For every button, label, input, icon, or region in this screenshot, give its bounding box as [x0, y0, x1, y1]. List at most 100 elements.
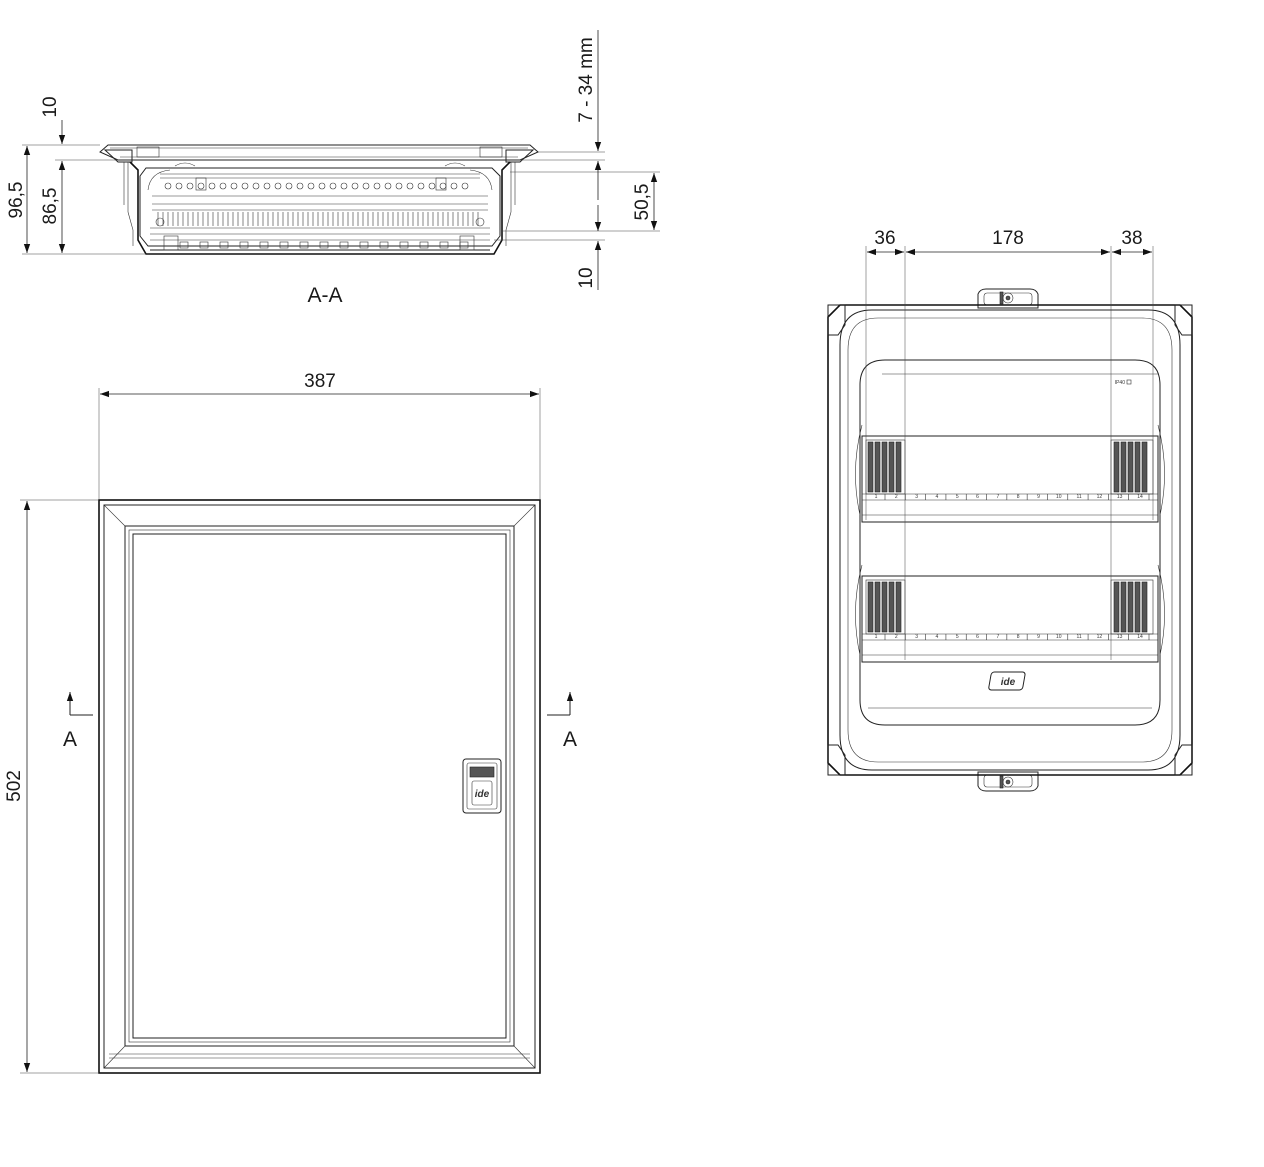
section-marker-right: A [547, 692, 577, 751]
bottom-slot [319, 241, 329, 249]
bottom-slot [219, 241, 229, 249]
terminal-screw [439, 182, 447, 190]
dim-bottom-offset: 10 [576, 267, 597, 288]
terminal-screw [329, 182, 337, 190]
dim-top-offset: 10 [40, 96, 61, 117]
comb-slot [881, 581, 888, 633]
terminal-screw [241, 182, 249, 190]
module-number: 13 [1117, 494, 1123, 500]
module-number: 14 [1137, 494, 1143, 500]
module-number: 12 [1097, 494, 1103, 500]
dim-width: 387 [304, 371, 336, 392]
comb-slot [1134, 581, 1141, 633]
bottom-slot [179, 241, 189, 249]
terminal-screw [373, 182, 381, 190]
terminal-screw [417, 182, 425, 190]
module-number: 1 [875, 494, 878, 500]
terminal-screw [175, 182, 183, 190]
module-number: 4 [936, 494, 939, 500]
terminal-screw [285, 182, 293, 190]
comb-slot [1120, 581, 1127, 633]
bottom-slot [339, 241, 349, 249]
module-number: 6 [976, 494, 979, 500]
dim-right-margin: 38 [1121, 228, 1142, 249]
module-number: 8 [1017, 494, 1020, 500]
bottom-slot [439, 241, 449, 249]
terminal-screw [252, 182, 260, 190]
bottom-slot [459, 241, 469, 249]
terminal-screw [362, 182, 370, 190]
terminal-screw [461, 182, 469, 190]
terminal-screw [230, 182, 238, 190]
ip-rating-label: IP40 [1115, 380, 1126, 386]
comb-slot [1127, 581, 1134, 633]
comb-slot [867, 581, 874, 633]
module-number: 6 [976, 634, 979, 640]
dim-left-margin: 36 [874, 228, 895, 249]
dim-total-depth: 96,5 [6, 182, 27, 219]
section-view: 96,5 86,5 10 7 - 34 mm 10 50,5 A-A [6, 30, 660, 307]
module-number: 2 [895, 634, 898, 640]
svg-text:A: A [563, 728, 577, 751]
terminal-screw [384, 182, 392, 190]
bottom-hinge [977, 771, 1039, 792]
bottom-slot [359, 241, 369, 249]
top-hinge [977, 288, 1039, 309]
door-lock[interactable]: ide [462, 758, 502, 814]
dim-inner-depth: 86,5 [40, 188, 61, 225]
terminal-screw [186, 182, 194, 190]
comb-slot [1113, 581, 1120, 633]
module-number: 7 [996, 494, 999, 500]
module-number: 14 [1137, 634, 1143, 640]
bottom-slot [419, 241, 429, 249]
terminal-screw [274, 182, 282, 190]
comb-slot [874, 441, 881, 493]
terminal-screw [406, 182, 414, 190]
terminal-screw [307, 182, 315, 190]
comb-slot [895, 581, 902, 633]
module-number: 5 [956, 494, 959, 500]
front-view: ide 387 502 A A [4, 371, 577, 1074]
comb-slot [1113, 441, 1120, 493]
terminal-screw [296, 182, 304, 190]
module-number: 10 [1056, 634, 1062, 640]
comb-slot [1141, 581, 1148, 633]
dim-mid-depth: 50,5 [632, 184, 653, 221]
lock-logo: ide [475, 789, 490, 800]
dim-wall-range: 7 - 34 mm [576, 37, 597, 123]
comb-slot [1134, 441, 1141, 493]
svg-text:A: A [63, 728, 77, 751]
module-number: 12 [1097, 634, 1103, 640]
bottom-slot [239, 241, 249, 249]
terminal-screw [208, 182, 216, 190]
terminal-screw [450, 182, 458, 190]
dim-rail-width: 178 [992, 228, 1024, 249]
section-title: A-A [307, 284, 342, 307]
comb-slot [1120, 441, 1127, 493]
bottom-slot [199, 241, 209, 249]
terminal-screw [164, 182, 172, 190]
comb-slot [895, 441, 902, 493]
module-number: 11 [1076, 494, 1081, 500]
comb-slot [888, 441, 895, 493]
terminal-screw [340, 182, 348, 190]
module-number: 3 [915, 494, 918, 500]
terminal-screw [318, 182, 326, 190]
module-number: 9 [1037, 634, 1040, 640]
comb-slot [888, 581, 895, 633]
module-number: 4 [936, 634, 939, 640]
terminal-screw [263, 182, 271, 190]
terminal-screw [351, 182, 359, 190]
comb-slot [874, 581, 881, 633]
module-number: 5 [956, 634, 959, 640]
svg-text:ide: ide [1001, 677, 1016, 688]
module-number: 8 [1017, 634, 1020, 640]
comb-slot [1127, 441, 1134, 493]
terminal-screw [428, 182, 436, 190]
bottom-slot [259, 241, 269, 249]
module-number: 13 [1117, 634, 1123, 640]
module-number: 11 [1076, 634, 1081, 640]
